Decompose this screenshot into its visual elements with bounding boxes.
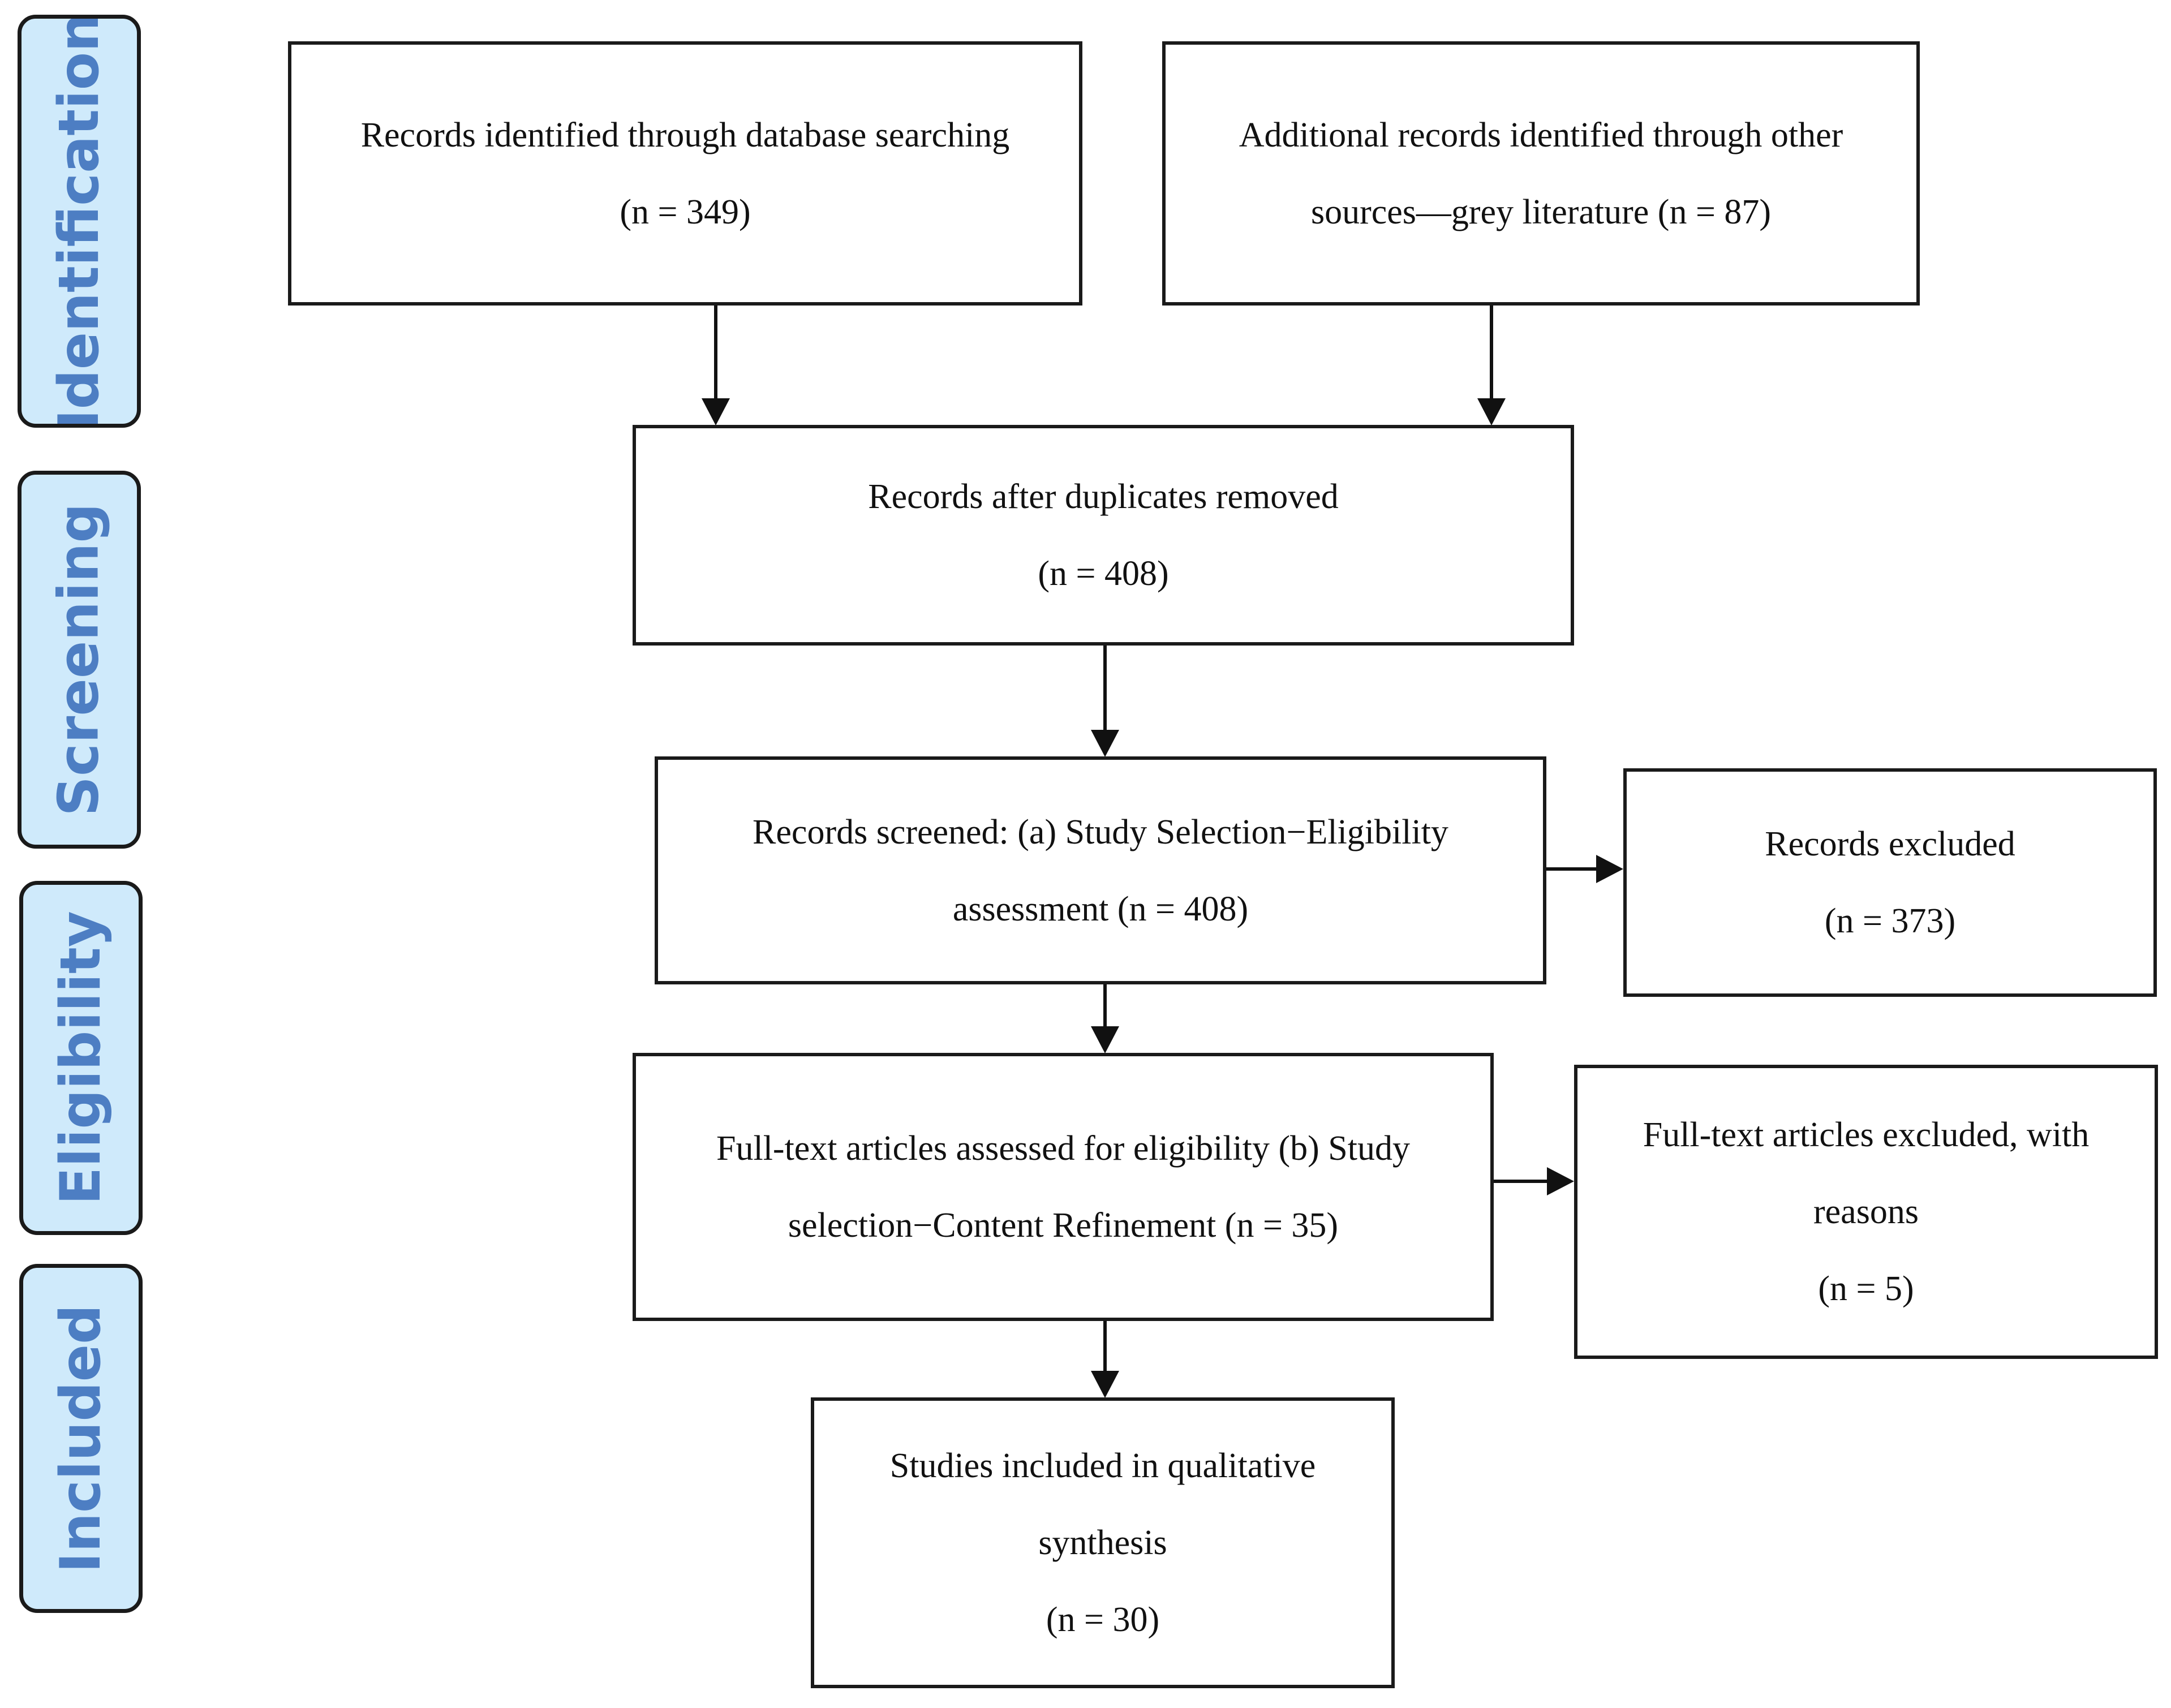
box-other-sources-line2: sources—grey literature (n = 87) bbox=[1310, 192, 1772, 231]
connector-database-to-duplicates bbox=[714, 306, 717, 399]
box-duplicates-removed-line2: (n = 408) bbox=[1038, 554, 1169, 593]
connector-fulltext-to-included bbox=[1103, 1321, 1107, 1373]
stage-included: Included bbox=[19, 1264, 143, 1613]
box-fulltext-assessed-line2: selection−Content Refinement (n = 35) bbox=[788, 1206, 1339, 1245]
arrowhead-screened-to-fulltext bbox=[1091, 1026, 1119, 1053]
box-fulltext-excluded-line3: (n = 5) bbox=[1818, 1270, 1914, 1308]
box-database-records-line1: Records identified through database sear… bbox=[360, 115, 1010, 154]
box-duplicates-removed-line1: Records after duplicates removed bbox=[868, 477, 1339, 516]
box-other-sources: Additional records identified through ot… bbox=[1162, 41, 1920, 306]
box-database-records: Records identified through database sear… bbox=[288, 41, 1082, 306]
box-records-excluded-line1: Records excluded bbox=[1765, 825, 2015, 863]
stage-included-label: Included bbox=[49, 1304, 114, 1573]
connector-screened-to-excluded bbox=[1546, 867, 1597, 871]
connector-screened-to-fulltext bbox=[1103, 984, 1107, 1029]
box-records-screened-line1: Records screened: (a) Study Selection−El… bbox=[753, 812, 1448, 851]
box-records-screened: Records screened: (a) Study Selection−El… bbox=[655, 756, 1546, 984]
box-duplicates-removed: Records after duplicates removed (n = 40… bbox=[633, 425, 1574, 646]
box-studies-included-line2: synthesis bbox=[1038, 1524, 1167, 1562]
box-studies-included: Studies included in qualitative synthesi… bbox=[811, 1397, 1395, 1688]
arrowhead-screened-to-excluded bbox=[1596, 855, 1623, 883]
stage-screening: Screening bbox=[18, 471, 141, 849]
box-records-screened-line2: assessment (n = 408) bbox=[952, 889, 1249, 928]
arrowhead-fulltext-to-included bbox=[1091, 1371, 1119, 1398]
box-fulltext-excluded-line1: Full-text articles excluded, with bbox=[1643, 1116, 2090, 1154]
box-database-records-line2: (n = 349) bbox=[620, 192, 751, 231]
arrowhead-database-to-duplicates bbox=[702, 398, 730, 425]
arrowhead-duplicates-to-screened bbox=[1091, 730, 1119, 757]
stage-eligibility: Eligibility bbox=[19, 881, 143, 1235]
box-fulltext-excluded: Full-text articles excluded, with reason… bbox=[1574, 1065, 2158, 1359]
arrowhead-other-to-duplicates bbox=[1477, 398, 1506, 425]
box-studies-included-line1: Studies included in qualitative bbox=[889, 1447, 1316, 1485]
box-records-excluded: Records excluded (n = 373) bbox=[1623, 768, 2157, 997]
connector-fulltext-to-excluded bbox=[1494, 1180, 1548, 1183]
box-fulltext-assessed: Full-text articles assessed for eligibil… bbox=[633, 1053, 1494, 1321]
box-fulltext-excluded-line2: reasons bbox=[1813, 1193, 1919, 1231]
box-records-excluded-line2: (n = 373) bbox=[1824, 902, 1956, 940]
connector-other-to-duplicates bbox=[1490, 306, 1493, 399]
stage-identification: Identification bbox=[18, 15, 141, 428]
box-studies-included-line3: (n = 30) bbox=[1046, 1601, 1160, 1639]
arrowhead-fulltext-to-excluded bbox=[1547, 1167, 1574, 1195]
box-other-sources-line1: Additional records identified through ot… bbox=[1239, 115, 1843, 154]
stage-eligibility-label: Eligibility bbox=[49, 911, 113, 1205]
box-fulltext-assessed-line1: Full-text articles assessed for eligibil… bbox=[716, 1129, 1410, 1168]
stage-identification-label: Identification bbox=[47, 15, 111, 428]
connector-duplicates-to-screened bbox=[1103, 646, 1107, 732]
stage-screening-label: Screening bbox=[47, 503, 111, 816]
